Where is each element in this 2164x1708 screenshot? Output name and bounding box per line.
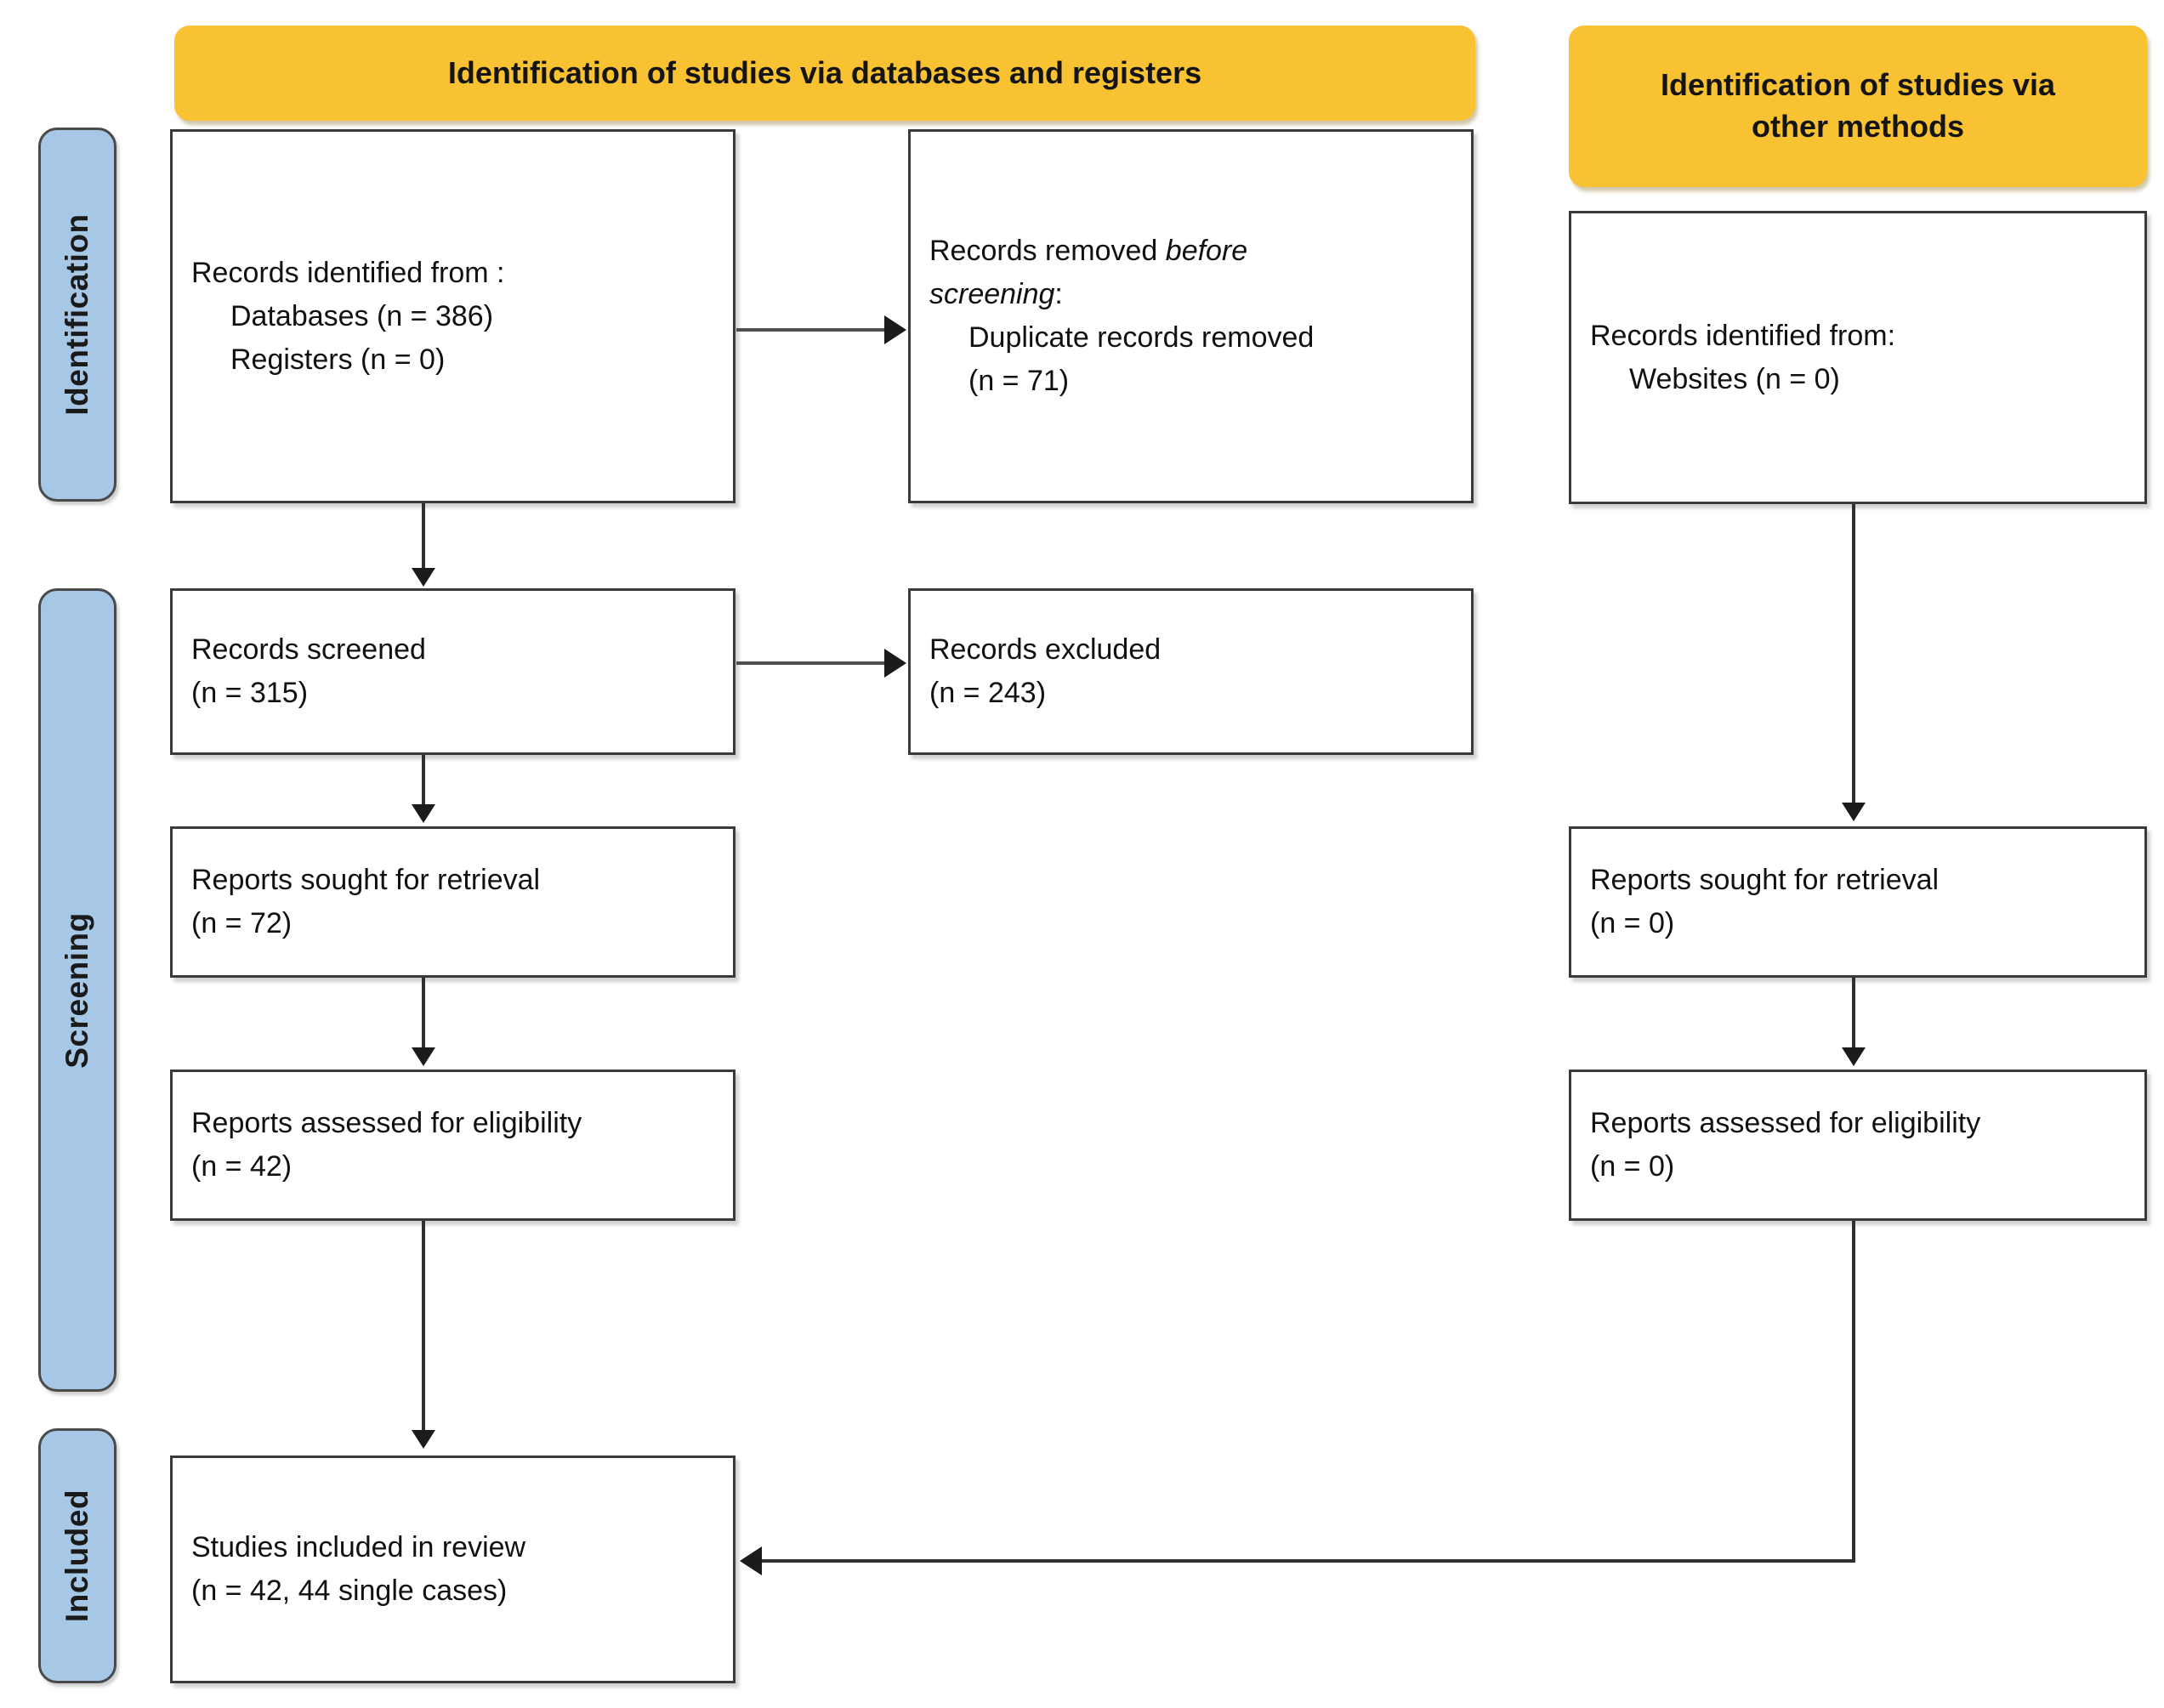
arrowhead-identified-to-screened [412,568,435,587]
node-studies-included-in-review: Studies included in review (n = 42, 44 s… [170,1455,736,1683]
arrowhead-identified-to-removed [884,315,906,344]
records-removed-line-1-text: Records removed [929,235,1166,267]
arrowhead-websites-to-reports-sought [1842,803,1866,821]
records-removed-line-2-emphasis: screening [929,278,1055,310]
node-reports-sought-for-retrieval-other: Reports sought for retrieval (n = 0) [1569,826,2147,978]
node-reports-assessed-for-eligibility-databases: Reports assessed for eligibility (n = 42… [170,1070,736,1221]
reports-assessed-left-line-1: Reports assessed for eligibility [191,1107,582,1139]
connector-assessed-to-included-left [422,1221,425,1433]
node-records-identified-from-websites-body: Records identified from: Websites (n = 0… [1571,315,2144,401]
connector-screened-to-reports-sought [422,755,425,808]
stage-band-screening: Screening [38,588,116,1392]
arrowhead-screened-to-excluded [884,649,906,678]
section-header-other-methods-label-line1: Identification of studies via [1660,67,2056,103]
records-identified-line-2: Databases (n = 386) [230,299,494,332]
reports-assessed-right-line-2: (n = 0) [1590,1150,1675,1183]
arrowhead-reports-sought-to-assessed-right [1842,1047,1866,1066]
records-removed-line-3: Duplicate records removed [968,321,1315,354]
node-reports-assessed-left-body: Reports assessed for eligibility (n = 42… [173,1102,733,1189]
section-header-other-methods: Identification of studies via other meth… [1569,26,2147,187]
stage-band-included: Included [38,1428,116,1683]
arrowhead-screened-to-reports-sought [412,804,435,823]
node-records-screened-body: Records screened (n = 315) [173,628,733,715]
node-reports-assessed-right-body: Reports assessed for eligibility (n = 0) [1571,1102,2144,1189]
connector-screened-to-excluded [736,661,888,665]
records-screened-line-2: (n = 315) [191,677,309,709]
records-identified-other-line-1: Records identified from: [1590,319,1896,352]
node-records-identified-from-databases: Records identified from : Databases (n =… [170,129,736,503]
connector-reports-sought-to-assessed-left [422,978,425,1051]
node-studies-included-body: Studies included in review (n = 42, 44 s… [173,1526,733,1613]
node-reports-sought-right-body: Reports sought for retrieval (n = 0) [1571,859,2144,945]
connector-identified-to-removed [736,328,888,332]
section-header-databases-registers: Identification of studies via databases … [174,26,1475,121]
node-records-screened: Records screened (n = 315) [170,588,736,755]
node-records-removed-before-screening: Records removed before screening: Duplic… [908,129,1474,503]
records-excluded-line-1: Records excluded [929,633,1162,666]
connector-identified-to-screened [422,503,425,570]
records-removed-line-2: screening: [929,273,1452,316]
node-reports-sought-for-retrieval-databases: Reports sought for retrieval (n = 72) [170,826,736,978]
section-header-other-methods-label-line2: other methods [1751,109,1964,144]
records-removed-line-1: Records removed before [929,230,1452,273]
stage-band-identification: Identification [38,128,116,502]
reports-sought-right-line-2: (n = 0) [1590,907,1675,939]
records-removed-line-2-colon: : [1054,278,1063,310]
connector-assessed-right-to-included [762,1559,1855,1563]
records-removed-line-1-emphasis: before [1165,235,1248,267]
records-identified-other-line-2: Websites (n = 0) [1629,362,1840,395]
reports-sought-right-line-1: Reports sought for retrieval [1590,864,1940,896]
node-reports-sought-left-body: Reports sought for retrieval (n = 72) [173,859,733,945]
node-records-identified-from-databases-body: Records identified from : Databases (n =… [173,252,733,382]
studies-included-line-2: (n = 42, 44 single cases) [191,1575,508,1607]
records-screened-line-1: Records screened [191,633,426,666]
records-excluded-line-2: (n = 243) [929,677,1047,709]
stage-band-screening-label: Screening [60,911,94,1069]
records-identified-line-3: Registers (n = 0) [230,343,446,376]
connector-assessed-right-vertical [1852,1221,1855,1561]
node-records-excluded-body: Records excluded (n = 243) [911,628,1471,715]
arrowhead-reports-sought-to-assessed-left [412,1047,435,1066]
arrowhead-assessed-right-to-included [740,1546,762,1575]
node-records-removed-before-screening-body: Records removed before screening: Duplic… [911,230,1471,403]
connector-reports-sought-to-assessed-right [1852,978,1855,1051]
reports-sought-left-line-1: Reports sought for retrieval [191,864,541,896]
records-identified-line-1: Records identified from : [191,256,505,289]
reports-assessed-right-line-1: Reports assessed for eligibility [1590,1107,1981,1139]
reports-assessed-left-line-2: (n = 42) [191,1150,293,1183]
stage-band-identification-label: Identification [60,213,94,416]
connector-websites-to-reports-sought [1852,504,1855,806]
studies-included-line-1: Studies included in review [191,1531,526,1563]
node-records-identified-from-websites: Records identified from: Websites (n = 0… [1569,211,2147,504]
section-header-databases-registers-label: Identification of studies via databases … [447,54,1202,90]
records-removed-line-4: (n = 71) [968,365,1070,397]
node-reports-assessed-for-eligibility-other: Reports assessed for eligibility (n = 0) [1569,1070,2147,1221]
reports-sought-left-line-2: (n = 72) [191,907,293,939]
stage-band-included-label: Included [60,1489,94,1623]
node-records-excluded: Records excluded (n = 243) [908,588,1474,755]
arrowhead-assessed-to-included-left [412,1430,435,1449]
